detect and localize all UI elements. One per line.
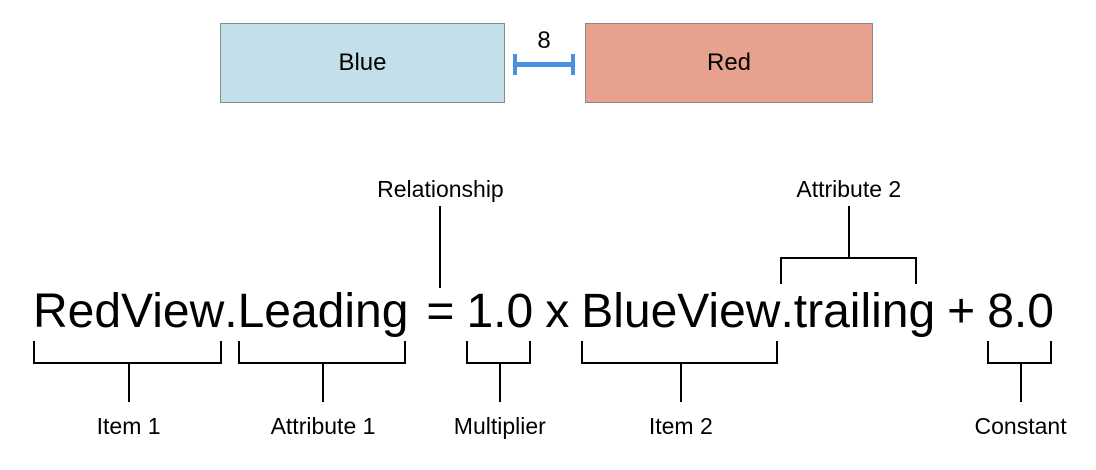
multiplier-bracket-stem — [498, 362, 501, 402]
attribute2-bracket — [780, 257, 918, 284]
multiplier-bracket — [466, 341, 532, 364]
item2-bracket — [581, 341, 779, 364]
equation-item1-segment: RedView Item 1 — [33, 285, 225, 439]
constant-bracket — [987, 341, 1052, 364]
equation-relation-text: = — [426, 285, 455, 338]
spacing-ibeam-left-tick-icon — [513, 54, 517, 75]
spacing-value-label: 8 — [537, 27, 551, 54]
attribute1-bracket-stem — [322, 362, 324, 402]
constant-bracket-stem — [1019, 362, 1022, 402]
equation-relation-segment: = Relationship — [377, 176, 504, 338]
constant-label: Constant — [974, 413, 1067, 439]
constraint-equation: RedView Item 1 . Leading Attribute 1 = R… — [33, 176, 1067, 439]
equation-item2-segment: BlueView Item 2 — [581, 285, 781, 439]
blue-view-box: Blue — [220, 23, 505, 103]
relationship-pointer-line — [439, 206, 442, 288]
spacing-ibeam-right-tick-icon — [571, 54, 575, 75]
red-view-label: Red — [706, 49, 752, 76]
spacing-ibeam-icon — [513, 62, 575, 67]
equation-attribute2-text: .trailing — [780, 285, 936, 338]
equation-constant-segment: 8.0 Constant — [975, 285, 1067, 439]
attribute2-bracket-stem — [847, 206, 850, 257]
equation-item1-text: RedView — [33, 285, 225, 338]
equation-item2-text: BlueView — [581, 285, 781, 338]
equation-attribute1-text: Leading — [237, 285, 409, 338]
equation-constant-text: 8.0 — [987, 285, 1054, 338]
equation-plus-text: + — [947, 285, 976, 338]
equation-dot1-text: . — [224, 285, 238, 338]
item1-bracket — [33, 341, 223, 364]
equation-attribute2-segment: .trailing Attribute 2 — [780, 176, 936, 338]
equation-multiplier-text: 1.0 — [466, 285, 534, 338]
item1-bracket-stem — [127, 362, 130, 402]
equation-multiplier-segment: 1.0 Multiplier — [454, 285, 546, 439]
attribute2-label: Attribute 2 — [796, 176, 902, 202]
relationship-label: Relationship — [377, 176, 504, 202]
attribute1-bracket — [237, 341, 407, 364]
item2-bracket-stem — [679, 362, 682, 402]
equation-times-text: x — [545, 285, 570, 338]
equation-attribute1-segment: Leading Attribute 1 — [237, 285, 409, 439]
multiplier-label: Multiplier — [453, 413, 546, 439]
item1-label: Item 1 — [96, 413, 161, 439]
red-view-box: Red — [585, 23, 873, 103]
item2-label: Item 2 — [648, 413, 713, 439]
blue-view-label: Blue — [338, 49, 387, 76]
attribute1-label: Attribute 1 — [270, 413, 376, 439]
